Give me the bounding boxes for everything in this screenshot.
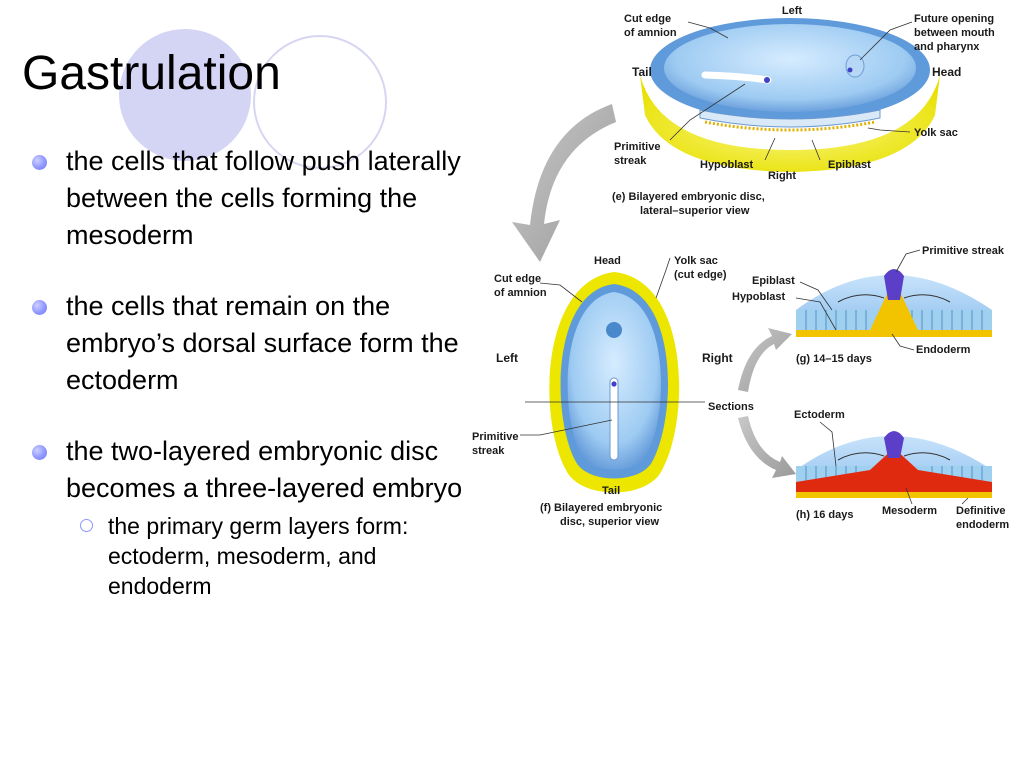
label-e-future-2: between mouth xyxy=(914,27,995,39)
panel-g-leader-lines xyxy=(795,249,921,351)
label-f-yolk-2: (cut edge) xyxy=(674,269,727,281)
label-g-hypoblast: Hypoblast xyxy=(732,291,786,303)
bullet-list: the cells that follow push laterally bet… xyxy=(30,143,470,601)
label-e-hypoblast: Hypoblast xyxy=(700,159,754,171)
label-f-primitive-2: streak xyxy=(472,445,505,457)
bullet-item: the two-layered embryonic disc becomes a… xyxy=(30,433,470,507)
label-e-primitive-1: Primitive xyxy=(614,141,660,153)
caption-h: (h) 16 days xyxy=(796,509,853,521)
caption-e-line-1: (e) Bilayered embryonic disc, xyxy=(612,191,765,203)
panel-e-lateral-view: Left Cut edge of amnion Future opening b… xyxy=(612,5,995,217)
arrow-to-h xyxy=(738,416,796,478)
primitive-streak-superior xyxy=(609,377,619,461)
primitive-node xyxy=(764,77,770,83)
decor-circle-filled xyxy=(119,29,251,161)
label-e-right: Right xyxy=(768,170,796,182)
migration-arrows-h xyxy=(837,452,951,461)
definitive-endoderm-layer-h xyxy=(796,492,992,498)
bullet-icon xyxy=(32,300,47,315)
invaginating-cells-g xyxy=(870,292,918,330)
gastrulation-figure: Left Cut edge of amnion Future opening b… xyxy=(472,5,1009,531)
background-circles xyxy=(119,29,387,169)
label-g-epiblast: Epiblast xyxy=(752,275,795,287)
bullet-text: the cells that follow push laterally bet… xyxy=(66,146,461,250)
label-e-head: Head xyxy=(932,65,961,79)
bullet-item: the cells that remain on the embryo’s do… xyxy=(30,288,470,399)
label-f-sections: Sections xyxy=(708,401,754,413)
sub-bullet-item: the primary germ layers form: ectoderm, … xyxy=(76,511,470,601)
sub-bullet-icon xyxy=(80,519,93,532)
arrow-e-to-f xyxy=(512,104,616,262)
panel-h-16-days: Ectoderm (h) 16 days Mesoderm Definitive… xyxy=(794,409,1009,531)
primitive-node-superior xyxy=(611,381,617,387)
oropharyngeal-membrane xyxy=(606,322,622,338)
label-e-cut-edge-1: Cut edge xyxy=(624,13,671,25)
label-e-epiblast: Epiblast xyxy=(828,159,871,171)
caption-f-line-1: (f) Bilayered embryonic xyxy=(540,502,662,514)
label-h-definitive-2: endoderm xyxy=(956,519,1009,531)
label-f-cut-edge-2: of amnion xyxy=(494,287,547,299)
yolk-sac-shape xyxy=(640,75,940,172)
panel-f-superior-view: Head Cut edge of amnion Yolk sac (cut ed… xyxy=(472,255,754,528)
panel-h-leader-lines xyxy=(819,421,969,505)
epiblast-edge xyxy=(699,109,881,128)
caption-f-line-2: disc, superior view xyxy=(560,516,659,528)
label-g-endoderm: Endoderm xyxy=(916,344,971,356)
label-g-primitive-streak: Primitive streak xyxy=(922,245,1005,257)
label-e-left: Left xyxy=(782,5,803,17)
label-f-head: Head xyxy=(594,255,621,267)
panel-f-leader-lines xyxy=(520,257,705,436)
hypoblast-edge xyxy=(704,120,876,132)
mesoderm-layer-h xyxy=(796,448,992,492)
label-e-primitive-2: streak xyxy=(614,155,647,167)
label-e-cut-edge-2: of amnion xyxy=(624,27,677,39)
label-f-right: Right xyxy=(702,351,733,365)
bullet-icon xyxy=(32,155,47,170)
migration-arrows-g xyxy=(837,294,951,303)
caption-e-line-2: lateral–superior view xyxy=(640,205,750,217)
bullet-text: the cells that remain on the embryo’s do… xyxy=(66,291,459,395)
bullet-icon xyxy=(32,445,47,460)
label-h-ectoderm: Ectoderm xyxy=(794,409,845,421)
primitive-groove-g xyxy=(884,269,904,300)
arrow-to-g xyxy=(738,328,792,392)
label-e-yolk-sac: Yolk sac xyxy=(914,127,958,139)
label-f-left: Left xyxy=(496,351,518,365)
label-f-cut-edge-1: Cut edge xyxy=(494,273,541,285)
label-f-yolk-1: Yolk sac xyxy=(674,255,718,267)
bullet-item: the cells that follow push laterally bet… xyxy=(30,143,470,254)
caption-g: (g) 14–15 days xyxy=(796,353,872,365)
label-e-future-1: Future opening xyxy=(914,13,994,25)
panel-g-14-15-days: Primitive streak Epiblast Hypoblast Endo… xyxy=(732,245,1005,365)
label-h-definitive-1: Definitive xyxy=(956,505,1006,517)
embryonic-disc xyxy=(664,24,916,112)
label-h-mesoderm: Mesoderm xyxy=(882,505,937,517)
primitive-streak-groove xyxy=(701,71,772,84)
bullet-text: the two-layered embryonic disc becomes a… xyxy=(66,436,463,503)
label-e-future-3: and pharynx xyxy=(914,41,980,53)
decor-circle-outline xyxy=(253,35,387,169)
label-f-tail: Tail xyxy=(602,485,620,497)
label-e-tail: Tail xyxy=(632,65,652,79)
slide-title: Gastrulation xyxy=(22,47,281,100)
panel-e-leader-lines xyxy=(669,21,913,161)
future-mouth-dot xyxy=(847,67,853,73)
label-f-primitive-1: Primitive xyxy=(472,431,518,443)
hypoblast-layer-g xyxy=(796,330,992,337)
primitive-groove-h xyxy=(884,431,904,458)
sub-bullet-text: the primary germ layers form: ectoderm, … xyxy=(108,513,409,599)
